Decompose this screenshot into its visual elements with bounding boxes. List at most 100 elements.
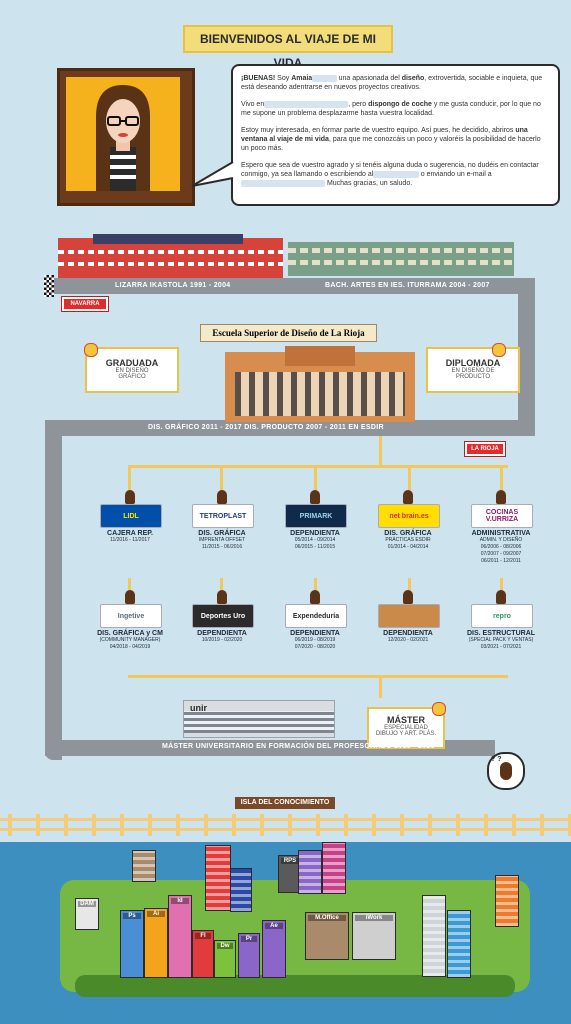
connector-line [314,578,317,590]
knowledge-building: iWork [352,912,396,960]
job-subtitle: (COMMUNITY MANAGER) [99,637,161,643]
job-title: DIS. GRÁFICA y CM [97,630,163,637]
job-title: DIS. GRÁFICA [384,530,432,537]
person-icon [310,590,320,604]
knowledge-building [447,910,471,978]
knowledge-building: Pr [238,933,260,978]
company-logo: Deportes Uro [192,604,254,628]
medal-icon [492,343,506,357]
job-dates: 05/2014 - 09/2014 06/2015 - 11/2015 [294,537,336,550]
knowledge-building [422,895,446,977]
building-label: Dw [217,943,233,949]
knowledge-building [298,850,322,894]
person-icon [217,490,227,504]
fence-post [92,814,96,836]
connector-line [220,578,223,590]
building-label: RPS [281,858,299,864]
esdir-building [225,346,415,422]
knowledge-building: M.Office [305,912,349,960]
fence-post [260,814,264,836]
company-logo: LIDL [100,504,162,528]
job-dates: 12/2020 - 02/2021 [387,637,429,643]
job-title: DEPENDIENTA [290,630,340,637]
knowledge-building [132,850,156,882]
navarra-sign: NAVARRA [62,297,108,311]
fence-post [36,814,40,836]
connector-line [408,468,411,490]
job-title: ADMINISTRATIVA [471,530,531,537]
fence-rail [0,828,571,831]
island-title: ISLA DEL CONOCIMIENTO [235,797,335,809]
job-dates: 01/2014 - 04/2014 [387,544,429,550]
connector-line [500,578,503,590]
fence-post [512,814,516,836]
medal-icon [432,702,446,716]
connector-line [500,468,503,490]
woman-portrait-icon [96,85,150,191]
portrait [66,77,180,191]
unir-building: unir [183,700,335,738]
fence-post [400,814,404,836]
job-title: DIS. GRÁFICA [198,530,246,537]
connector-line [379,678,382,698]
knowledge-building: Dw [214,940,236,978]
job-dates: 04/2018 - 04/2019 [109,644,151,650]
building-label: Id [171,898,189,904]
building-label: Fl [195,933,211,939]
knowledge-building [205,845,231,911]
esdir-caption: DIS. GRÁFICO 2011 - 2017 DIS. PRODUCTO 2… [148,424,384,431]
page-title: BIENVENIDOS AL VIAJE DE MI VIDA [183,25,393,70]
connector-line [128,578,131,590]
knowledge-building: Id [168,895,192,978]
road-left-curve [45,420,62,760]
intro-paragraph-4: Espero que sea de vuestro agrado y si te… [241,162,539,187]
person-icon [125,490,135,504]
medal-icon [84,343,98,357]
fence-rail [0,818,571,821]
master-caption: MÁSTER UNIVERSITARIO EN FORMACIÓN DEL PR… [162,743,435,750]
person-icon [125,590,135,604]
job-dates: 10/2019 - 02/2020 [201,637,243,643]
fence-post [484,814,488,836]
building-label: M.Office [308,915,346,921]
lizarra-ikastola-building [58,234,283,278]
building-label: Ae [265,923,283,929]
start-flag-icon [44,275,54,297]
fence-post [568,814,571,836]
fence-post [344,814,348,836]
connector-line [128,468,131,490]
road-middle [45,420,535,436]
intro-paragraph-2: Vivo enxxxxxxxxxxxxxxxxxxxxxxxx, pero di… [241,101,541,117]
knowledge-building [322,842,346,894]
person-icon [403,490,413,504]
job-title: DEPENDIENTA [290,530,340,537]
job-dates: 06/2006 - 08/2006 07/2007 - 09/2007 06/2… [480,544,522,564]
fence-post [428,814,432,836]
building-label: Ai [147,911,165,917]
knowledge-building: Ae [262,920,286,978]
knowledge-building [230,868,252,912]
fence-post [232,814,236,836]
connector-line [220,468,223,490]
connector-line [408,578,411,590]
job-dates: 06/2019 - 08/2019 07/2020 - 08/2020 [294,637,336,650]
person-icon [310,490,320,504]
job-title: CAJERA REP. [107,530,153,537]
road-right-curve [518,278,535,428]
intro-paragraph-3: Estoy muy interesada, en formar parte de… [241,127,541,152]
person-icon [403,590,413,604]
company-logo: Expendeduría [285,604,347,628]
company-logo: repro [471,604,533,628]
esdir-title: Escuela Superior de Diseño de La Rioja [200,324,377,342]
speech-tail-icon [191,161,234,187]
fence-post [176,814,180,836]
knowledge-building [495,875,519,927]
fence-post [204,814,208,836]
